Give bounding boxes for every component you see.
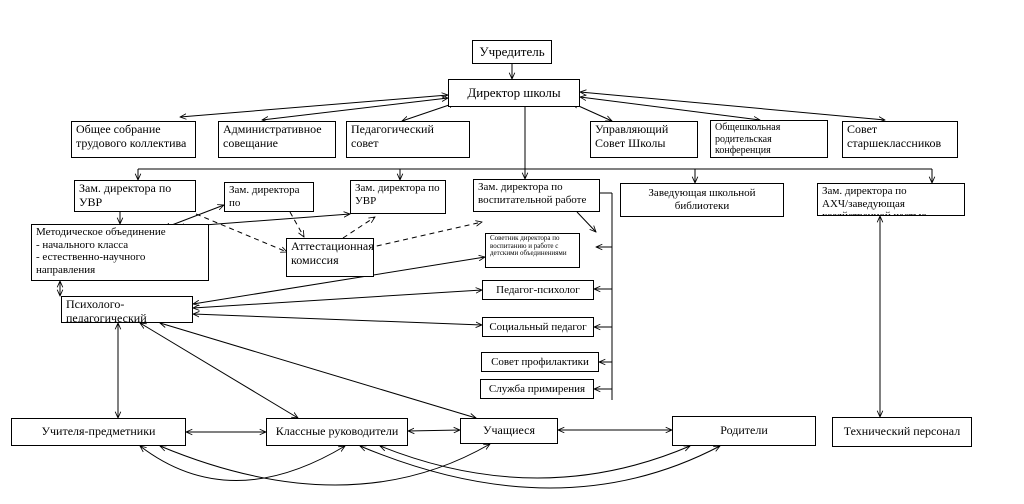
deputy-uvr-1-box: Зам. директора по УВР <box>74 180 196 212</box>
psychologist-label: Педагог-психолог <box>496 283 580 296</box>
class-teachers-box: Классные руководители <box>266 418 408 446</box>
library-head-label: Заведующая школьной библиотеки <box>648 187 756 212</box>
deputy-nmr-label: Зам. директора по НМР <box>229 184 300 211</box>
psychologist-box: Педагог-психолог <box>482 280 594 300</box>
founder-label: Учредитель <box>479 43 545 59</box>
senior-council-label: Совет старшеклассников <box>847 122 942 150</box>
method-association-title: Методическое объединение <box>36 226 166 238</box>
ppk-label: Психолого-педагогический консилиум <box>66 297 147 323</box>
deputy-uvr-2-label: Зам. директора по УВР <box>355 182 440 207</box>
attestation-label: Аттестационная комиссия <box>291 239 374 267</box>
reconciliation-label: Служба примирения <box>488 382 586 395</box>
attestation-box: Аттестационная комиссия <box>286 238 374 277</box>
governing-council-box: Управляющий Совет Школы <box>590 121 698 158</box>
parents-label: Родители <box>720 423 768 438</box>
founder-box: Учредитель <box>472 40 552 64</box>
parents-box: Родители <box>672 416 816 446</box>
admin-meeting-box: Административное совещание <box>218 121 336 158</box>
subject-teachers-label: Учителя-предметники <box>41 424 156 439</box>
library-head-box: Заведующая школьной библиотеки <box>620 183 784 217</box>
parent-conference-box: Общешкольная родительская конференция <box>710 120 828 158</box>
deputy-uvr-2-box: Зам. директора по УВР <box>350 180 446 214</box>
governing-council-label: Управляющий Совет Школы <box>595 122 669 150</box>
tech-staff-label: Технический персонал <box>843 424 961 439</box>
students-box: Учащиеся <box>460 418 558 444</box>
parent-conference-label: Общешкольная родительская конференция <box>715 122 781 156</box>
advisor-label: Советник директора по воспитанию и работ… <box>490 234 567 258</box>
ppk-box: Психолого-педагогический консилиум <box>61 296 193 323</box>
deputy-nmr-box: Зам. директора по НМР <box>224 182 314 212</box>
deputy-ahch-box: Зам. директора по АХЧ/заведующая хозяйст… <box>817 183 965 216</box>
prevention-council-label: Совет профилактики <box>491 355 589 368</box>
general-meeting-label: Общее собрание трудового коллектива <box>76 122 187 150</box>
students-label: Учащиеся <box>483 423 535 438</box>
deputy-vr-box: Зам. директора по воспитательной работе <box>473 179 600 212</box>
admin-meeting-label: Административное совещание <box>223 122 322 150</box>
subject-teachers-box: Учителя-предметники <box>11 418 186 446</box>
director-label: Директор школы <box>467 84 561 100</box>
method-association-box: Методическое объединение - начального кл… <box>31 224 209 281</box>
deputy-ahch-label: Зам. директора по АХЧ/заведующая хозяйст… <box>822 185 927 215</box>
ped-council-box: Педагогический совет <box>346 121 470 158</box>
social-pedagogue-label: Социальный педагог <box>489 320 587 333</box>
deputy-uvr-1-label: Зам. директора по УВР <box>79 181 172 209</box>
deputy-vr-label: Зам. директора по воспитательной работе <box>478 181 587 206</box>
senior-council-box: Совет старшеклассников <box>842 121 958 158</box>
reconciliation-box: Служба примирения <box>480 379 594 399</box>
ped-council-label: Педагогический совет <box>351 122 434 150</box>
prevention-council-box: Совет профилактики <box>481 352 599 372</box>
general-meeting-box: Общее собрание трудового коллектива <box>71 121 196 158</box>
social-pedagogue-box: Социальный педагог <box>482 317 594 337</box>
method-association-items: - начального класса - естественно-научно… <box>36 238 174 280</box>
director-box: Директор школы <box>448 79 580 107</box>
advisor-box: Советник директора по воспитанию и работ… <box>485 233 580 268</box>
tech-staff-box: Технический персонал <box>832 417 972 447</box>
class-teachers-label: Классные руководители <box>275 424 399 439</box>
